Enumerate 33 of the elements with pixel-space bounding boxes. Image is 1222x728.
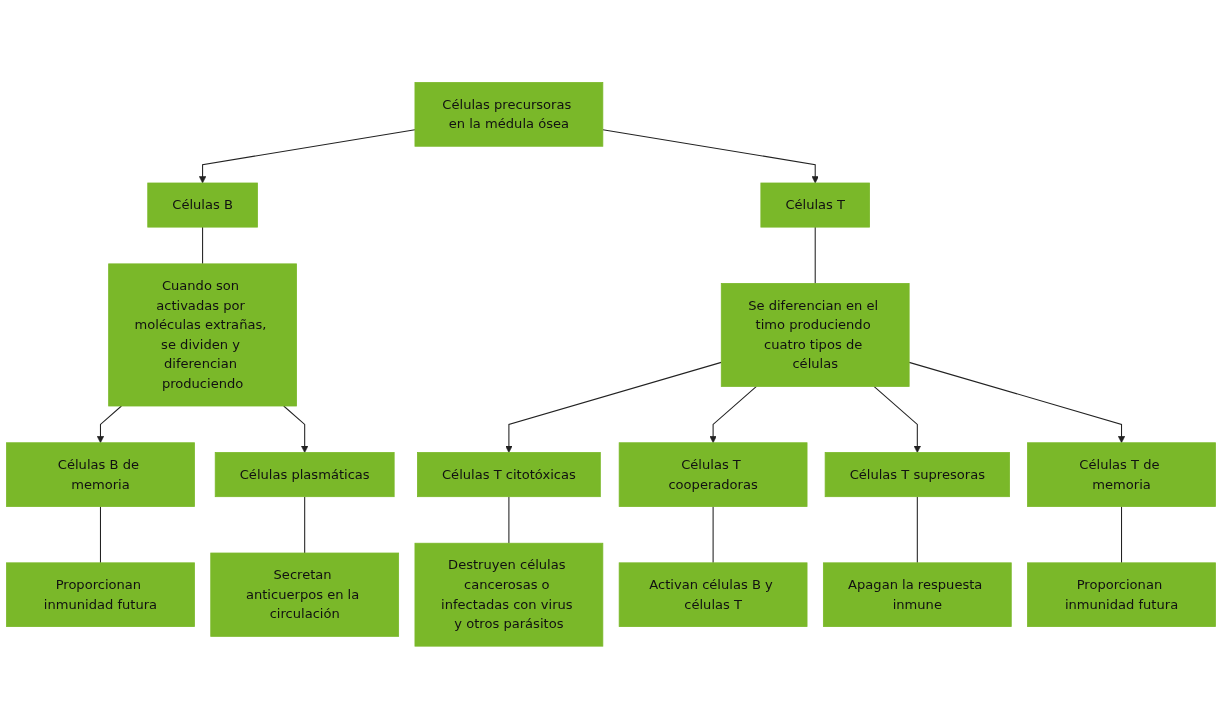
node-box: Apagan la respuesta inmune <box>822 562 1012 627</box>
node-box: Células plasmáticas <box>214 451 395 497</box>
node-box: Células T cooperadoras <box>618 442 808 507</box>
arrow <box>709 385 757 443</box>
connector <box>916 495 918 563</box>
connector <box>202 226 204 265</box>
node-box: Células B <box>147 182 258 228</box>
arrow <box>96 405 122 443</box>
connector <box>712 505 714 563</box>
node-box: Proporcionan inmunidad futura <box>1027 562 1216 627</box>
connector <box>304 495 306 554</box>
node-box: Activan células B y células T <box>618 562 808 627</box>
node-box: Células T citotóxicas <box>417 451 601 497</box>
arrow <box>283 405 309 453</box>
node-box: Células T de memoria <box>1027 442 1216 507</box>
connector <box>508 495 510 544</box>
node-box: Cuando son activadas por moléculas extrañas, se dividen y diferencian produciendo <box>108 263 297 407</box>
arrow <box>199 128 416 183</box>
arrow <box>505 361 722 453</box>
arrow <box>908 361 1126 443</box>
node-box: Células B de memoria <box>6 442 195 507</box>
arrow <box>873 385 921 453</box>
node-box: Proporcionan inmunidad futura <box>6 562 195 627</box>
node-box: Células T <box>760 182 870 228</box>
connector <box>1121 505 1123 563</box>
connector <box>814 226 816 284</box>
node-box: Se diferencian en el timo produciendo cuatro tipos de células <box>720 282 910 387</box>
arrow <box>602 128 819 183</box>
connector <box>99 505 101 563</box>
node-box: Células T supresoras <box>824 451 1010 497</box>
node-box: Células precursoras en la médula ósea <box>414 81 604 147</box>
node-box: Secretan anticuerpos en la circulación <box>210 552 400 637</box>
node-box: Destruyen células cancerosas o infectadas con virus y otros parásitos <box>414 542 604 647</box>
